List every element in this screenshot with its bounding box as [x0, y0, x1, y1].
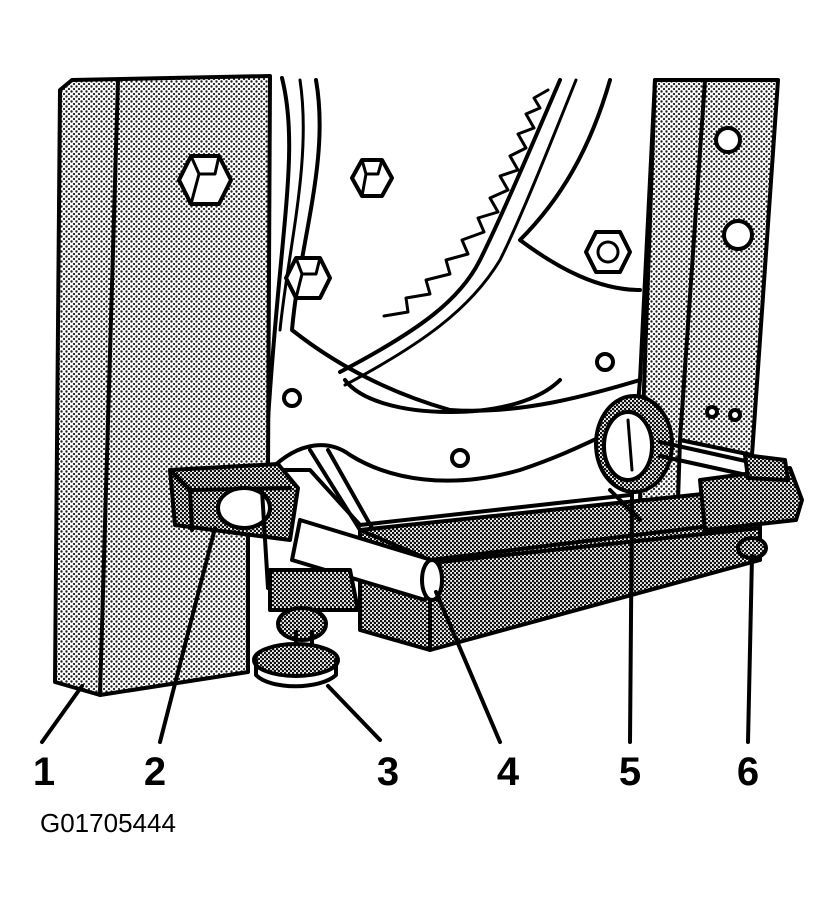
callout-number-5: 5 [619, 750, 641, 794]
bolt-icon [584, 230, 632, 274]
bolt-icon [284, 256, 332, 300]
leader-line-6 [746, 554, 754, 744]
callout-number-4: 4 [497, 750, 520, 794]
callout-number-1: 1 [33, 750, 55, 794]
leader-line-4 [434, 590, 502, 744]
bolt-hole-icon [450, 448, 470, 468]
clamp-block [168, 462, 300, 590]
bolt-hole-icon [728, 408, 742, 422]
callout-leaders [40, 492, 754, 744]
bolt-hole-icon [595, 352, 615, 372]
bolt-hole-icon [705, 405, 719, 419]
leveling-screw [252, 568, 360, 689]
engine-block-left [53, 74, 272, 697]
callout-labels: 1 2 3 4 5 6 [33, 750, 759, 794]
engine-block-right [638, 78, 780, 502]
bolt-icon [177, 154, 233, 206]
figure-id: G01705444 [40, 808, 176, 838]
housing-bolts [282, 158, 632, 468]
bolt-hole-icon [282, 388, 302, 408]
bolt-icon [350, 158, 394, 198]
leader-line-2 [158, 526, 217, 744]
leader-line-5 [628, 492, 634, 744]
leader-line-1 [40, 684, 84, 744]
bolt-icon [722, 219, 754, 251]
leader-line-3 [326, 684, 382, 742]
callout-number-6: 6 [737, 750, 759, 794]
guide-rod [290, 448, 444, 602]
callout-number-2: 2 [144, 750, 166, 794]
callout-number-3: 3 [377, 750, 399, 794]
bolt-icon [714, 126, 742, 154]
flywheel-housing [266, 76, 657, 527]
gauge-mount [698, 453, 804, 560]
